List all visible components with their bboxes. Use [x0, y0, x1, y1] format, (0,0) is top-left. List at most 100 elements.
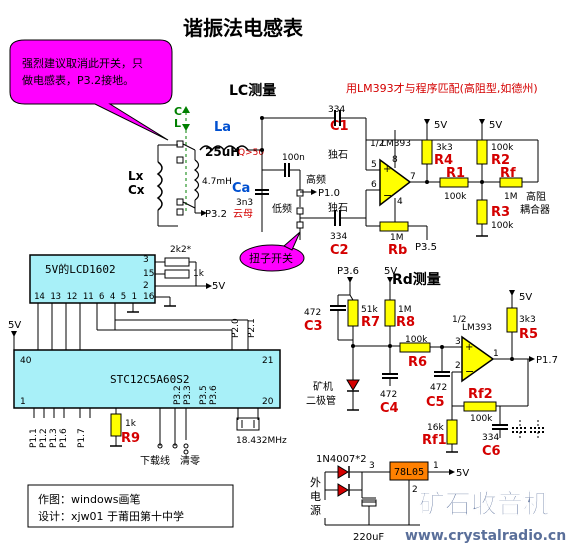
rf-value: 1M: [504, 192, 518, 202]
r1-resistor: [439, 177, 469, 188]
lc-section-title: LC测量: [229, 82, 276, 99]
la-value: 25uH: [205, 145, 240, 159]
rf-resistor: [499, 177, 523, 188]
rd-p36: P3.6: [337, 266, 359, 277]
r8-resistor: [384, 299, 396, 327]
rf-label: Rf: [500, 166, 516, 181]
c100n-label: 100n: [282, 153, 305, 163]
lcd-2k2-value: 2k2*: [170, 245, 192, 255]
r1-label: R1: [446, 166, 465, 181]
rd-comparator: [461, 335, 495, 383]
mcu-pin1: 1: [20, 397, 26, 407]
mcu-p11: P1.1: [29, 428, 39, 448]
r3-resistor: [476, 199, 488, 225]
regulator-name: 78L05: [394, 467, 424, 478]
choke-coil: [193, 159, 200, 201]
lc-pin5: 5: [371, 160, 377, 170]
r6-value: 100k: [405, 335, 428, 345]
c3-label: C3: [304, 319, 323, 334]
ground-note-bubble: 强烈建议取消此开关，只 做电感表，P3.2接地。: [9, 39, 173, 141]
watermark: 矿石收音机 www.crystalradio.cn: [405, 489, 566, 544]
r4-vcc: 5V: [434, 120, 447, 131]
r4-resistor: [421, 139, 433, 165]
c5-label: C5: [426, 395, 445, 410]
mcu-pin40: 40: [20, 356, 32, 366]
ca-mica: 云母: [233, 208, 253, 220]
credits-box: [27, 484, 234, 528]
watermark-url: www.crystalradio.cn: [405, 528, 566, 544]
r3-value: 100k: [491, 221, 514, 231]
diagram-title: 谐振法电感表: [183, 16, 304, 40]
r9-value: 1k: [125, 419, 137, 429]
mcu-p12: P1.2: [39, 428, 49, 448]
rd-out-p17: P1.7: [536, 355, 558, 366]
p10-label: P1.0: [318, 188, 340, 199]
mcu-name: STC12C5A60S2: [110, 373, 189, 386]
r5-resistor: [506, 307, 518, 333]
rf1-resistor: [446, 419, 458, 445]
l-label: L: [174, 117, 181, 130]
reg-pin1: 1: [433, 461, 439, 471]
ext-power-2: 电: [310, 490, 321, 503]
rd-vcc-a: 5V: [384, 266, 397, 277]
r4-label: R4: [434, 153, 453, 168]
reset-label: 清零: [180, 454, 200, 467]
mcu-chip: [13, 349, 281, 409]
ca-label: Ca: [232, 181, 250, 196]
switch-note-bubble: 扭子开关: [239, 231, 305, 272]
test-diode: [346, 379, 360, 391]
c2-value: 334: [330, 232, 347, 242]
c1-value: 334: [328, 105, 345, 115]
c1-type: 独石: [328, 148, 348, 161]
low-freq-label: 低频: [272, 202, 292, 215]
rf1-value: 16k: [427, 423, 444, 433]
watermark-cn: 矿石收音机: [419, 489, 549, 520]
lcd-module: [29, 254, 156, 304]
svg-text:−: −: [383, 189, 392, 202]
rd-half: 1/2: [452, 315, 466, 325]
lm393-note: 用LM393才与程序匹配(高阻型,如德州): [346, 81, 538, 95]
switch-note: 扭子开关: [249, 251, 293, 265]
lcd-pin3: 3: [143, 255, 149, 265]
r5-vcc: 5V: [519, 292, 532, 303]
choke-value: 4.7mH: [202, 177, 232, 187]
rd-pin3: 3: [455, 337, 461, 347]
mcu-pin21: 21: [262, 356, 273, 366]
lcd-pin16: 16: [143, 292, 155, 302]
cap-220uf: 220uF: [353, 532, 384, 543]
rd-opamp-model: LM393: [462, 323, 492, 333]
rb-resistor: [379, 221, 409, 232]
mcu-p16: P1.6: [59, 428, 69, 448]
credits-author: 作图：windows画笔: [38, 492, 140, 506]
svg-text:−: −: [465, 365, 474, 378]
mcu-p17: P1.7: [77, 428, 87, 448]
r2-resistor: [476, 139, 488, 165]
r8-label: R8: [396, 315, 415, 330]
rb-label: Rb: [388, 243, 407, 258]
high-z-coupler-1: 高阻: [526, 190, 546, 203]
r7-resistor: [347, 299, 359, 327]
mcu-p33: P3.3: [183, 385, 193, 405]
c4-value: 472: [380, 390, 397, 400]
svg-text:+: +: [465, 342, 473, 353]
c6-label: C6: [482, 444, 501, 459]
r2-value: 100k: [491, 143, 514, 153]
reg-pin3: 3: [369, 461, 375, 471]
rb-value: 1M: [390, 233, 404, 243]
mcu-p20: P2.0: [231, 318, 241, 338]
ground-note-line2: 做电感表，P3.2接地。: [22, 73, 134, 87]
diode-label-1: 矿机: [313, 380, 333, 393]
mcu-p35: P3.5: [199, 385, 209, 405]
r1-value: 100k: [444, 192, 467, 202]
mcu-pin20: 20: [262, 397, 274, 407]
rd-pin1: 1: [493, 349, 499, 359]
mcu-vcc: 5V: [8, 320, 21, 331]
r2-vcc: 5V: [489, 120, 502, 131]
mcu-p32: P3.2: [173, 385, 183, 405]
lcd-bottom-pins: 14 13 12 11 6 4 5 1: [34, 292, 137, 302]
lcd-r-1k: [164, 269, 190, 279]
ground-note-line1: 强烈建议取消此开关，只: [22, 56, 143, 70]
power-diode-2: [337, 483, 349, 497]
lc-opamp-model: LM393: [381, 139, 411, 149]
